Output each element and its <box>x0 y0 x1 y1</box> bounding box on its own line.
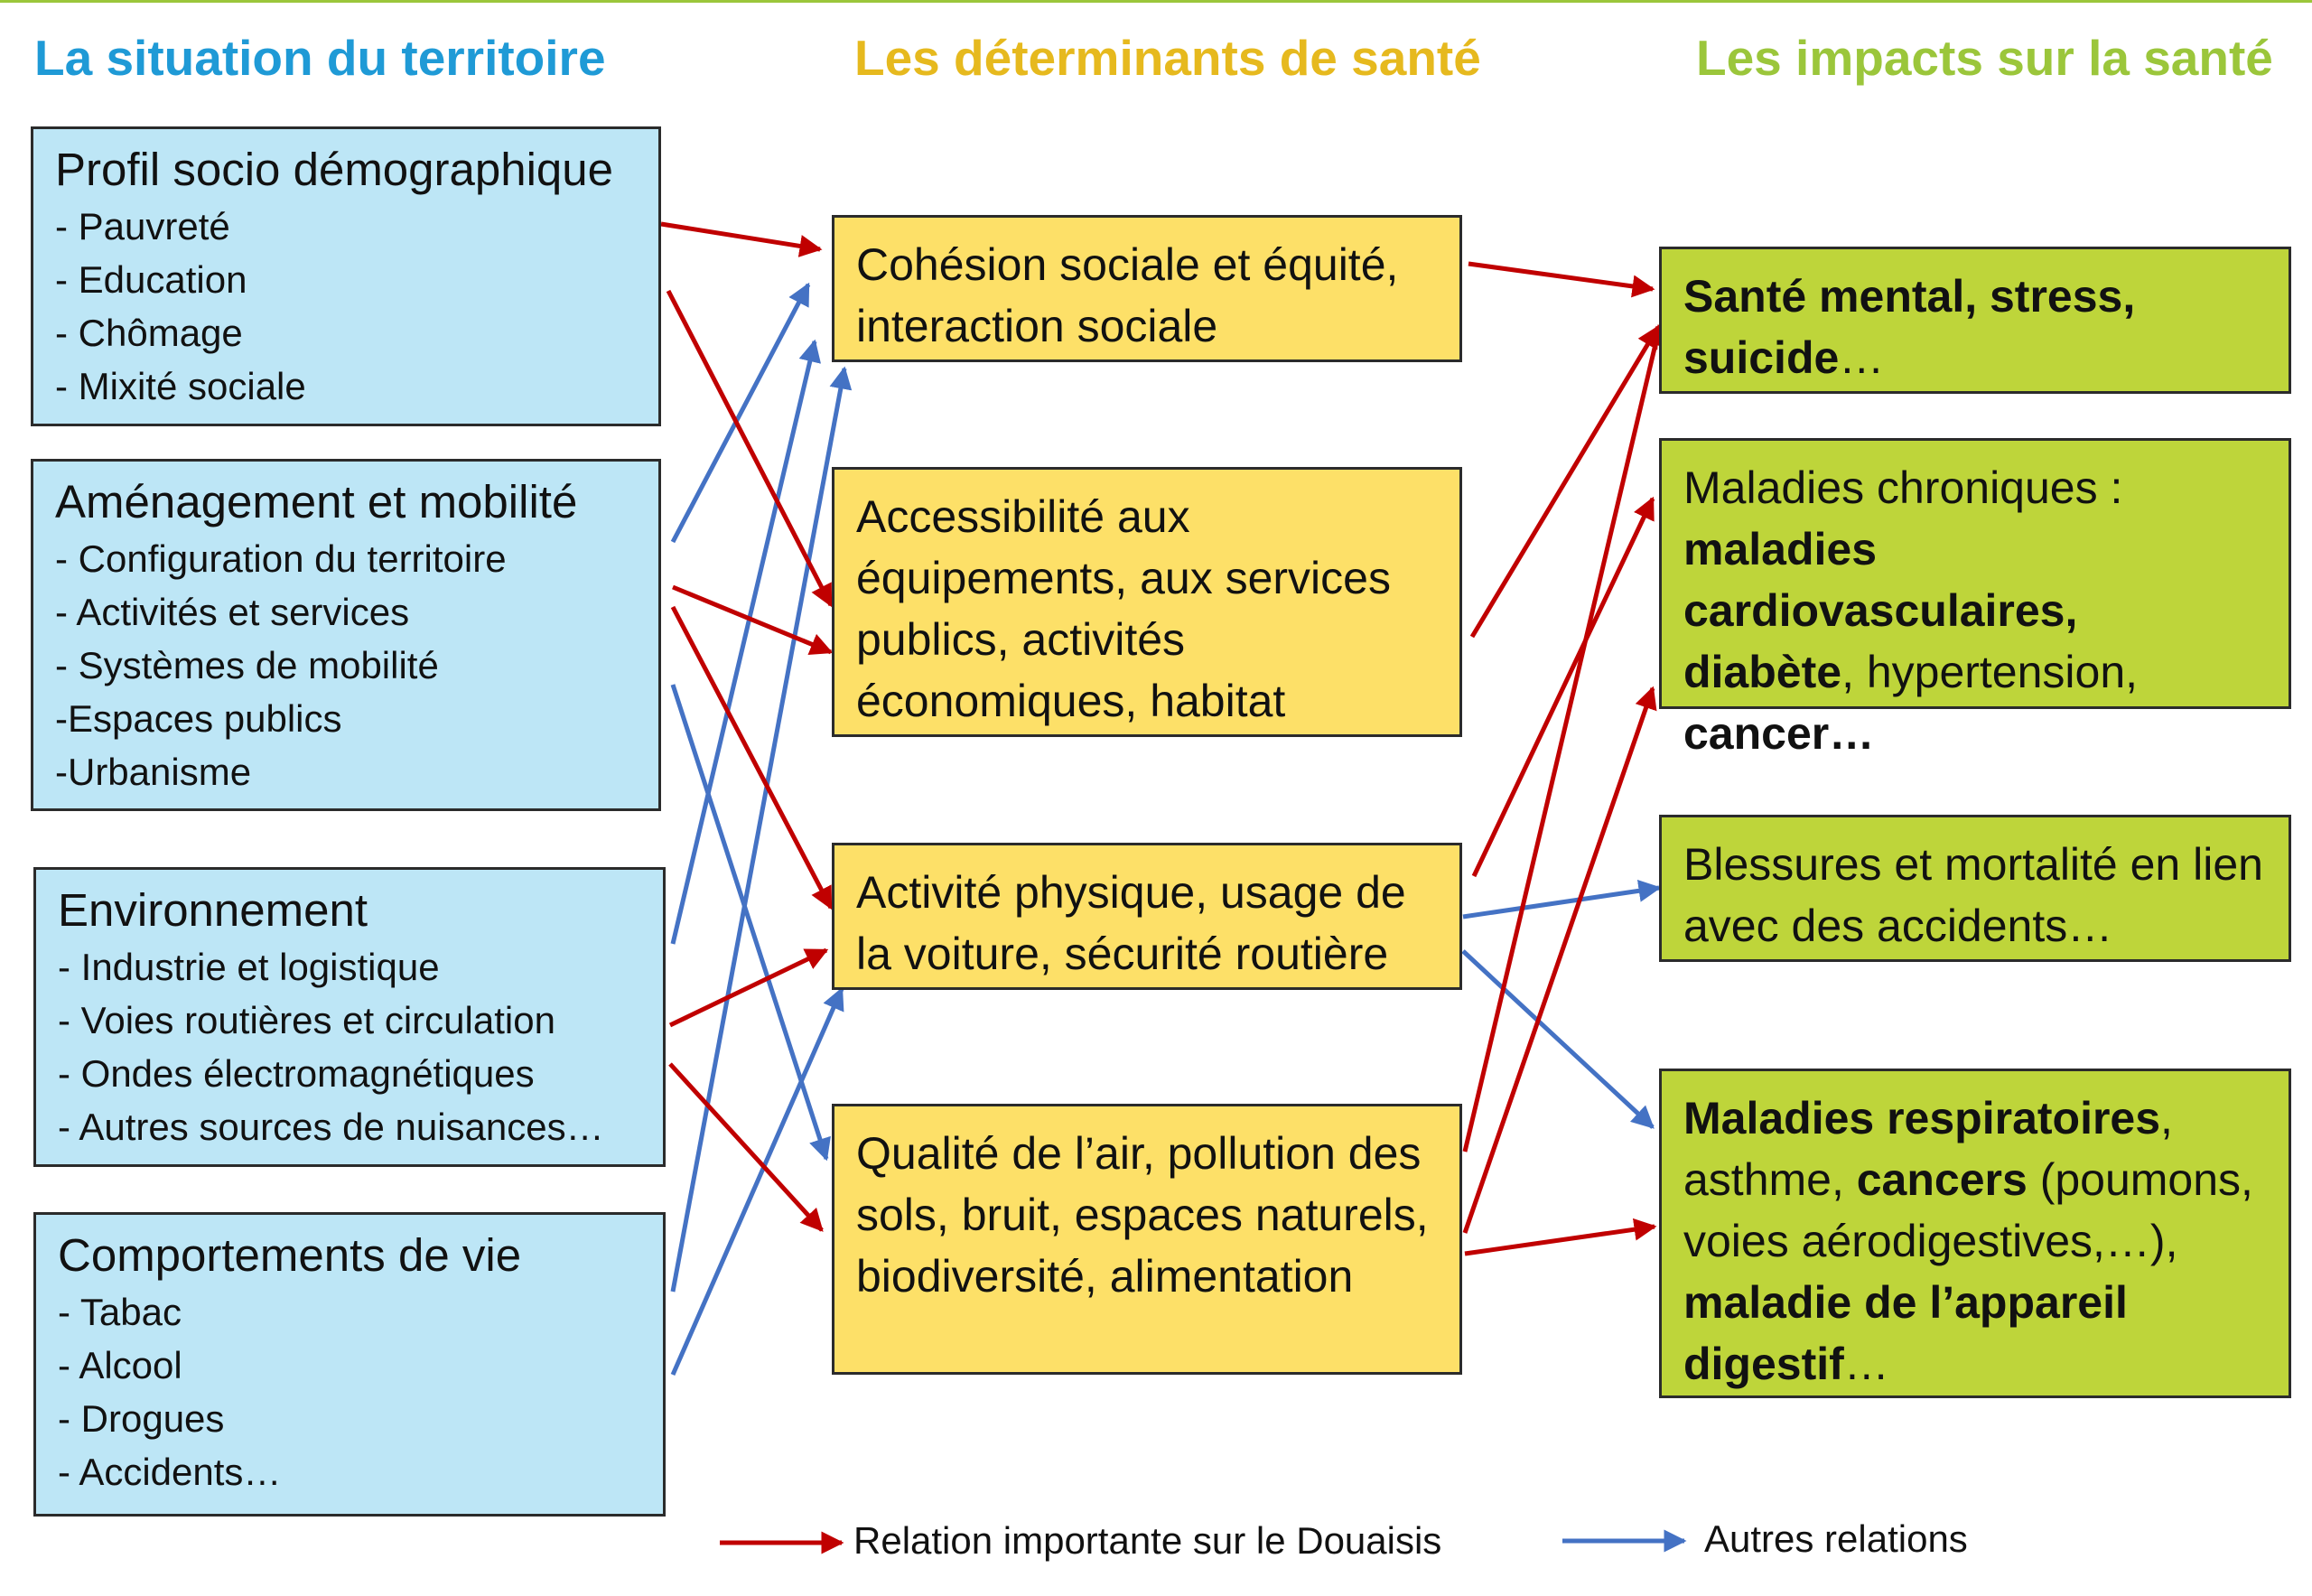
impact-label: (poumons, voies aérodigestives,…), <box>1683 1154 2253 1266</box>
arrow-activite-to-respiratoires <box>1461 949 1655 1129</box>
arrow-qualite-air-to-mental <box>1462 322 1666 1153</box>
list-item: - Tabac <box>58 1291 182 1333</box>
impact-label: asthme, <box>1683 1154 1857 1205</box>
box-environnement: Environnement - Industrie et logistique … <box>33 867 666 1167</box>
impact-text: Maladies respiratoires, asthme, cancers … <box>1683 1087 2267 1395</box>
impact-bold: maladie de l’appareil digestif <box>1683 1277 2128 1389</box>
impact-text: Maladies chroniques : maladies cardiovas… <box>1683 457 2267 764</box>
top-rule <box>0 0 2312 3</box>
arrow-environnement-to-cohesion <box>670 339 822 945</box>
column-title-impacts: Les impacts sur la santé <box>1696 30 2273 86</box>
impact-bold: Santé mental, stress, suicide <box>1683 271 2136 383</box>
list-item: - Alcool <box>58 1344 182 1386</box>
box-activite-physique: Activité physique, usage de la voiture, … <box>832 843 1462 990</box>
impact-bold: diabète <box>1683 647 1842 697</box>
arrow-accessibilite-to-mental <box>1469 324 1661 639</box>
list-item: - Ondes électromagnétiques <box>58 1052 535 1095</box>
legend-important-label: Relation importante sur le Douaisis <box>853 1519 1442 1562</box>
box-amenagement-title: Aménagement et mobilité <box>55 476 578 527</box>
determinant-text: Activité physique, usage de la voiture, … <box>856 867 1406 979</box>
impact-bold: cancers <box>1856 1154 2028 1205</box>
box-profil-socio: Profil socio démographique - Pauvreté - … <box>31 126 661 426</box>
list-item: -Urbanisme <box>55 751 252 793</box>
box-comportements-title: Comportements de vie <box>58 1229 522 1281</box>
arrow-profil-to-accessibilite <box>666 289 834 608</box>
box-comportements: Comportements de vie - Tabac - Alcool - … <box>33 1212 666 1517</box>
box-accessibilite: Accessibilité aux équipements, aux servi… <box>832 467 1462 737</box>
impact-bold: maladies cardiovasculaires, <box>1683 524 2078 636</box>
list-item: - Chômage <box>55 312 243 354</box>
box-maladies-respiratoires: Maladies respiratoires, asthme, cancers … <box>1659 1069 2291 1398</box>
list-item: - Configuration du territoire <box>55 537 507 580</box>
arrow-environnement-to-qualite-air <box>668 1062 824 1232</box>
impact-text: Blessures et mortalité en lien avec des … <box>1683 839 2263 951</box>
list-item: - Autres sources de nuisances… <box>58 1106 604 1148</box>
impact-label: , hypertension, <box>1841 647 2139 697</box>
arrow-cohesion-to-mental <box>1468 261 1655 298</box>
arrow-activite-to-blessures <box>1462 879 1662 919</box>
impact-bold: cancer… <box>1683 708 1875 759</box>
list-item: - Activités et services <box>55 591 410 633</box>
list-item: - Accidents… <box>58 1451 282 1493</box>
impact-label: Maladies chroniques : <box>1683 462 2123 513</box>
arrow-amenagement-to-cohesion <box>670 282 811 544</box>
arrow-environnement-to-activite <box>668 947 829 1028</box>
list-item: - Education <box>55 258 247 301</box>
box-cohesion-sociale: Cohésion sociale et équité, interaction … <box>832 215 1462 362</box>
arrow-amenagement-to-activite <box>670 605 834 910</box>
list-item: - Voies routières et circulation <box>58 999 555 1041</box>
arrow-qualite-air-to-respiratoires <box>1464 1218 1657 1256</box>
legend-other-label: Autres relations <box>1704 1517 1968 1560</box>
column-title-determinants: Les déterminants de santé <box>854 30 1481 86</box>
list-item: - Mixité sociale <box>55 365 306 407</box>
arrow-amenagement-to-accessibilite <box>672 584 834 655</box>
determinant-text: Accessibilité aux équipements, aux servi… <box>856 491 1391 726</box>
list-item: - Drogues <box>58 1397 225 1440</box>
arrow-comportements-to-cohesion <box>670 366 853 1293</box>
arrow-activite-to-chroniques <box>1471 496 1655 878</box>
box-blessures: Blessures et mortalité en lien avec des … <box>1659 815 2291 962</box>
impact-label: … <box>1843 1339 1889 1389</box>
arrow-qualite-air-to-chroniques <box>1462 686 1657 1234</box>
box-sante-mentale: Santé mental, stress, suicide… <box>1659 247 2291 394</box>
column-title-situation: La situation du territoire <box>34 30 606 86</box>
list-item: -Espaces publics <box>55 697 342 740</box>
arrow-profil-to-cohesion <box>660 221 823 257</box>
impact-suffix: … <box>1839 332 1885 383</box>
box-qualite-air: Qualité de l’air, pollution des sols, br… <box>832 1104 1462 1375</box>
impact-bold: Maladies respiratoires <box>1683 1093 2161 1143</box>
box-maladies-chroniques: Maladies chroniques : maladies cardiovas… <box>1659 438 2291 759</box>
determinant-text: Qualité de l’air, pollution des sols, br… <box>856 1128 1429 1302</box>
impact-label: , <box>2160 1093 2173 1143</box>
list-item: - Systèmes de mobilité <box>55 644 439 686</box>
box-environnement-title: Environnement <box>58 884 368 936</box>
arrow-comportements-to-activite <box>670 986 844 1377</box>
box-amenagement: Aménagement et mobilité - Configuration … <box>31 459 661 811</box>
impact-text: Santé mental, stress, suicide… <box>1683 266 2267 388</box>
list-item: - Industrie et logistique <box>58 946 440 988</box>
list-item: - Pauvreté <box>55 205 230 247</box>
determinant-text: Cohésion sociale et équité, interaction … <box>856 239 1399 351</box>
box-profil-title: Profil socio démographique <box>55 144 614 195</box>
